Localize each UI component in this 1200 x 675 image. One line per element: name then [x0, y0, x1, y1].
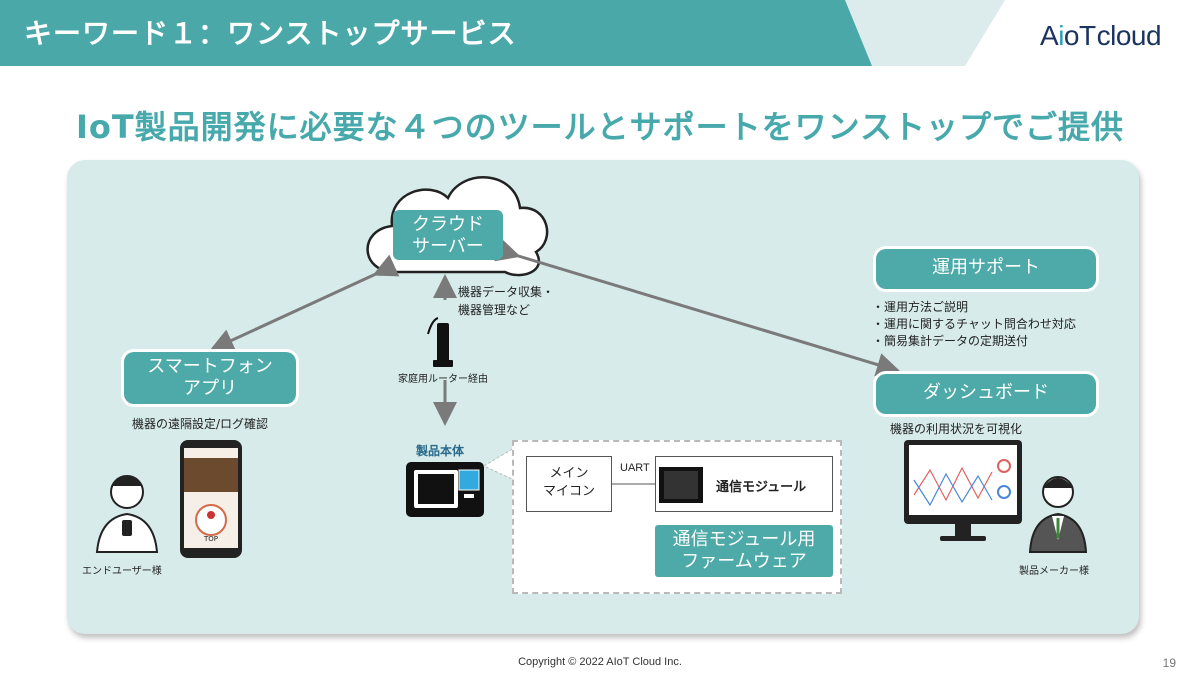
- cloud-link-label-2: 機器管理など: [458, 303, 531, 317]
- router-icon: [427, 317, 453, 367]
- cloud-link-label-1: 機器データ収集・: [458, 285, 555, 299]
- smartphone-icon: [180, 440, 242, 558]
- maker-label: 製品メーカー様: [1019, 566, 1089, 577]
- main-mcu-box: メイン マイコン: [526, 456, 612, 512]
- copyright-footer: Copyright © 2022 AIoT Cloud Inc.: [518, 656, 682, 668]
- product-label: 製品本体: [416, 444, 465, 458]
- dashboard-monitor-icon: [904, 440, 1022, 541]
- smartphone-app-box: スマートフォン アプリ: [124, 352, 296, 404]
- arrow-cloud-dashboard: [494, 238, 901, 377]
- header-bar: [0, 0, 1005, 66]
- arrow-cloud-smartphone: [209, 254, 400, 352]
- communication-module-label: 通信モジュール: [716, 480, 807, 495]
- end-user-icon: [95, 475, 159, 553]
- dashboard-box: ダッシュボード: [876, 374, 1096, 414]
- operation-support-title: 運用サポート: [932, 257, 1040, 278]
- dashboard-title: ダッシュボード: [923, 382, 1049, 403]
- main-mcu-line1: メイン: [549, 466, 589, 481]
- main-mcu-line2: マイコン: [542, 484, 595, 500]
- dashboard-caption: 機器の利用状況を可視化: [890, 422, 1023, 436]
- cloud-server-line1: クラウド: [412, 214, 484, 235]
- uart-label: UART: [620, 462, 650, 474]
- operation-support-item: ・運用に関するチャット問合わせ対応: [872, 317, 1076, 331]
- smartphone-app-line2: アプリ: [183, 377, 237, 399]
- operation-support-box: 運用サポート: [876, 249, 1096, 289]
- firmware-line2: ファームウェア: [681, 550, 807, 572]
- smartphone-caption: 機器の遠隔設定/ログ確認: [132, 417, 269, 431]
- cloud-server-line2: サーバー: [412, 235, 484, 257]
- operation-support-item: ・簡易集計データの定期送付: [872, 334, 1029, 348]
- maker-person-icon: [1028, 476, 1088, 553]
- smartphone-app-line1: スマートフォン: [147, 356, 273, 377]
- header-title: キーワード１：ワンストップサービス: [24, 17, 517, 50]
- firmware-box: 通信モジュール用 ファームウェア: [655, 525, 833, 577]
- page-number: 19: [1162, 656, 1176, 670]
- end-user-label: エンドユーザー様: [82, 566, 162, 577]
- product-appliance-icon: [406, 462, 484, 517]
- cloud-server-box: クラウド サーバー: [393, 210, 503, 260]
- phone-screen-text: TOP: [204, 535, 219, 543]
- slide-headline: IoT製品開発に必要な４つのツールとサポートをワンストップでご提供: [75, 108, 1125, 146]
- company-logo: AioTcloud: [1040, 20, 1162, 51]
- firmware-line1: 通信モジュール用: [672, 529, 816, 550]
- router-label: 家庭用ルーター経由: [398, 374, 488, 385]
- operation-support-item: ・運用方法ご説明: [872, 300, 969, 314]
